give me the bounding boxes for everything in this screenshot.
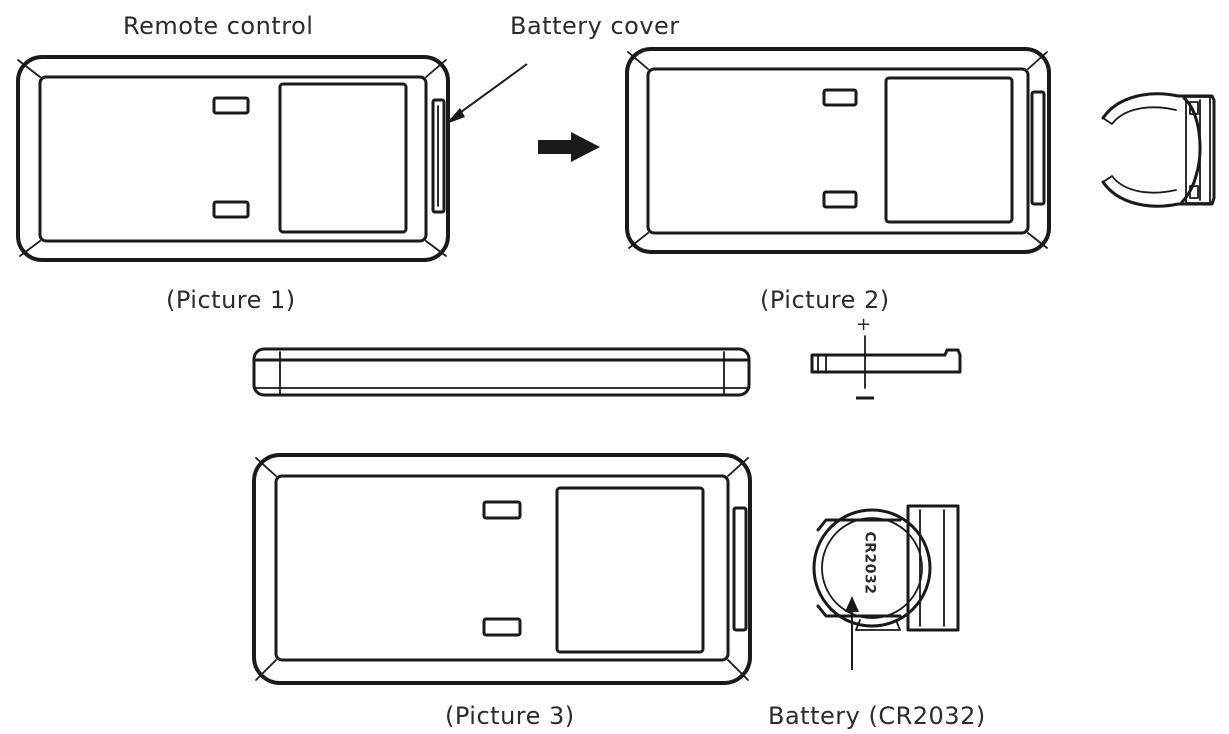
picture1-caption: (Picture 1) (166, 286, 296, 314)
battery-marking-text: CR2032 (861, 531, 878, 595)
battery-cover-side-view (810, 335, 962, 400)
button-bottom (212, 200, 250, 219)
remote-picture1 (16, 55, 450, 262)
button-top (822, 88, 858, 107)
battery-cover-label: Battery cover (510, 12, 680, 40)
battery-cover-slot (431, 98, 446, 214)
button-bottom (822, 190, 858, 209)
open-slot (1030, 90, 1046, 206)
picture2-caption: (Picture 2) (760, 286, 890, 314)
battery-cover-detached (1101, 92, 1216, 208)
button-top (482, 500, 522, 520)
battery-pointer (845, 596, 859, 670)
battery-slot (732, 506, 748, 632)
arrow-right-icon (538, 132, 600, 162)
remote-picture3 (252, 453, 752, 685)
display-panel (555, 486, 705, 654)
remote-picture2 (625, 47, 1051, 254)
picture3-caption: (Picture 3) (445, 702, 575, 730)
button-bottom (482, 617, 522, 637)
battery-holder (812, 504, 960, 632)
coin-battery-icon (812, 508, 932, 628)
remote-side-view (252, 347, 751, 397)
button-top (212, 96, 250, 115)
battery-caption: Battery (CR2032) (768, 702, 986, 730)
remote-control-label: Remote control (123, 12, 314, 40)
display-panel (884, 76, 1014, 224)
battery-cover-pointer (446, 63, 528, 124)
plus-sign: + (856, 314, 872, 335)
display-panel (278, 82, 408, 234)
